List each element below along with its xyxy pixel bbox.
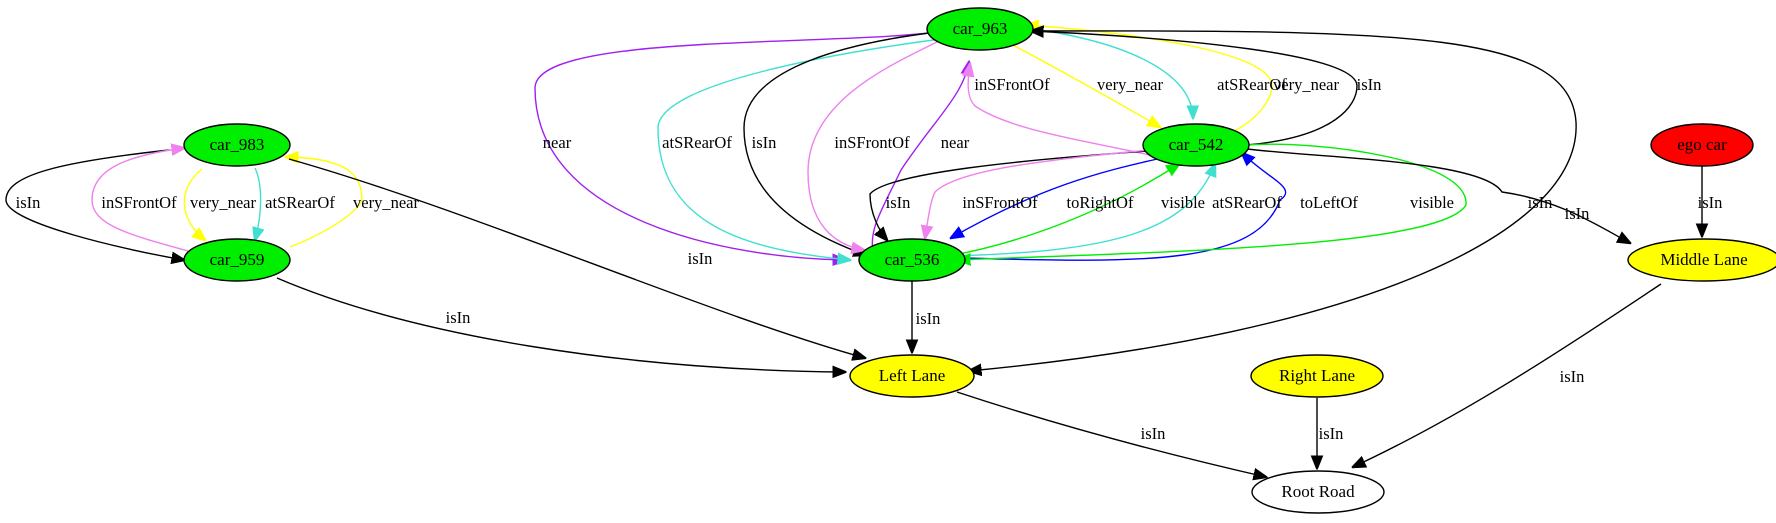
edge-label: isIn (1565, 204, 1590, 223)
edge-atsrearof (1032, 28, 1193, 118)
node-ellipse (858, 238, 966, 282)
edge-label: isIn (886, 193, 911, 212)
node-middle-lane: Middle Lane (1627, 238, 1776, 282)
node-label: car_542 (1169, 135, 1224, 154)
edge-isin (969, 30, 1577, 371)
node-label: ego car (1677, 135, 1727, 154)
node-label: Root Road (1281, 482, 1355, 501)
edge-isin (1246, 148, 1630, 243)
edge-label: toLeftOf (1300, 193, 1358, 212)
edge-near (871, 62, 969, 253)
edge-label: inSFrontOf (974, 75, 1050, 94)
edge-label: isIn (1698, 193, 1723, 212)
node-ellipse (1627, 238, 1776, 282)
node-car-983: car_983 (183, 123, 291, 167)
edge-label: isIn (1357, 75, 1382, 94)
edge-insfrontof (91, 148, 189, 252)
node-label: Left Lane (879, 366, 946, 385)
edge-label: near (941, 133, 970, 152)
node-ellipse (1250, 354, 1384, 398)
edge-label: visible (1410, 193, 1454, 212)
edge-label: isIn (688, 249, 713, 268)
node-ellipse (926, 7, 1034, 51)
node-ellipse (183, 238, 291, 282)
node-label: car_536 (885, 250, 940, 269)
edge-insfrontof (925, 149, 1149, 238)
edge-label: inSFrontOf (834, 133, 910, 152)
edge-isin (956, 391, 1266, 477)
edge-label: isIn (752, 133, 777, 152)
edge-label: isIn (446, 308, 471, 327)
edge-label: isIn (916, 309, 941, 328)
edge-labels-layer: near atSRearOf isIn inSFrontOf near inSFrontO… (16, 75, 1723, 443)
edge-atsrearof (255, 167, 261, 240)
edge-label: very_near (190, 193, 256, 212)
node-left-lane: Left Lane (849, 354, 975, 398)
edge-very-near (183, 168, 205, 240)
edge-atsrearof (657, 38, 942, 260)
node-car-963: car_963 (926, 7, 1034, 51)
edge-label: atSRearOf (265, 193, 335, 212)
edge-isin (288, 158, 865, 358)
edge-isin (1353, 283, 1662, 467)
edge-very-near (286, 157, 363, 248)
edge-label: visible (1161, 193, 1205, 212)
edge-very-near (1026, 25, 1273, 131)
node-ellipse (1650, 123, 1754, 167)
node-label: car_959 (210, 250, 265, 269)
edge-label: isIn (1528, 193, 1553, 212)
node-right-lane: Right Lane (1250, 354, 1384, 398)
node-ellipse (1142, 123, 1250, 167)
edge-atsrearof (947, 164, 1215, 257)
edge-near (534, 32, 930, 260)
node-car-542: car_542 (1142, 123, 1250, 167)
edge-label: isIn (1319, 424, 1344, 443)
edges-layer (5, 25, 1702, 477)
node-ego-car: ego car (1650, 123, 1754, 167)
edge-insfrontof (807, 39, 942, 250)
node-label: Middle Lane (1660, 250, 1747, 269)
edge-label: isIn (1560, 367, 1585, 386)
edge-very-near (1010, 43, 1160, 127)
edge-isin (869, 150, 1150, 240)
edge-torightof (951, 157, 1163, 238)
edge-visible (958, 143, 1467, 260)
edge-isin (743, 32, 930, 255)
node-label: Right Lane (1279, 366, 1355, 385)
node-car-959: car_959 (183, 238, 291, 282)
node-ellipse (1251, 470, 1385, 514)
edge-label: atSRearOf (1212, 193, 1282, 212)
edge-label: inSFrontOf (101, 193, 177, 212)
node-root-road: Root Road (1251, 470, 1385, 514)
edge-isin (1031, 31, 1358, 146)
edge-insfrontof (968, 64, 1150, 156)
edge-label: inSFrontOf (962, 193, 1038, 212)
edge-label: atSRearOf (662, 133, 732, 152)
node-car-536: car_536 (858, 238, 966, 282)
nodes-layer: car_963 car_983 car_542 ego car car_959 car_5… (183, 7, 1776, 514)
edge-toleftof (962, 153, 1287, 261)
edge-label: near (543, 133, 572, 152)
edge-label: atSRearOf (1217, 75, 1287, 94)
node-ellipse (849, 354, 975, 398)
edge-label: very_near (1097, 75, 1163, 94)
edge-label: toRightOf (1067, 193, 1134, 212)
edge-label: isIn (16, 193, 41, 212)
edge-label: isIn (1141, 424, 1166, 443)
node-label: car_983 (210, 135, 265, 154)
node-ellipse (183, 123, 291, 167)
node-label: car_963 (953, 19, 1008, 38)
edge-isin (5, 149, 184, 260)
edge-isin (276, 277, 845, 372)
edge-label: very_near (1273, 75, 1339, 94)
edge-label: very_near (353, 193, 419, 212)
